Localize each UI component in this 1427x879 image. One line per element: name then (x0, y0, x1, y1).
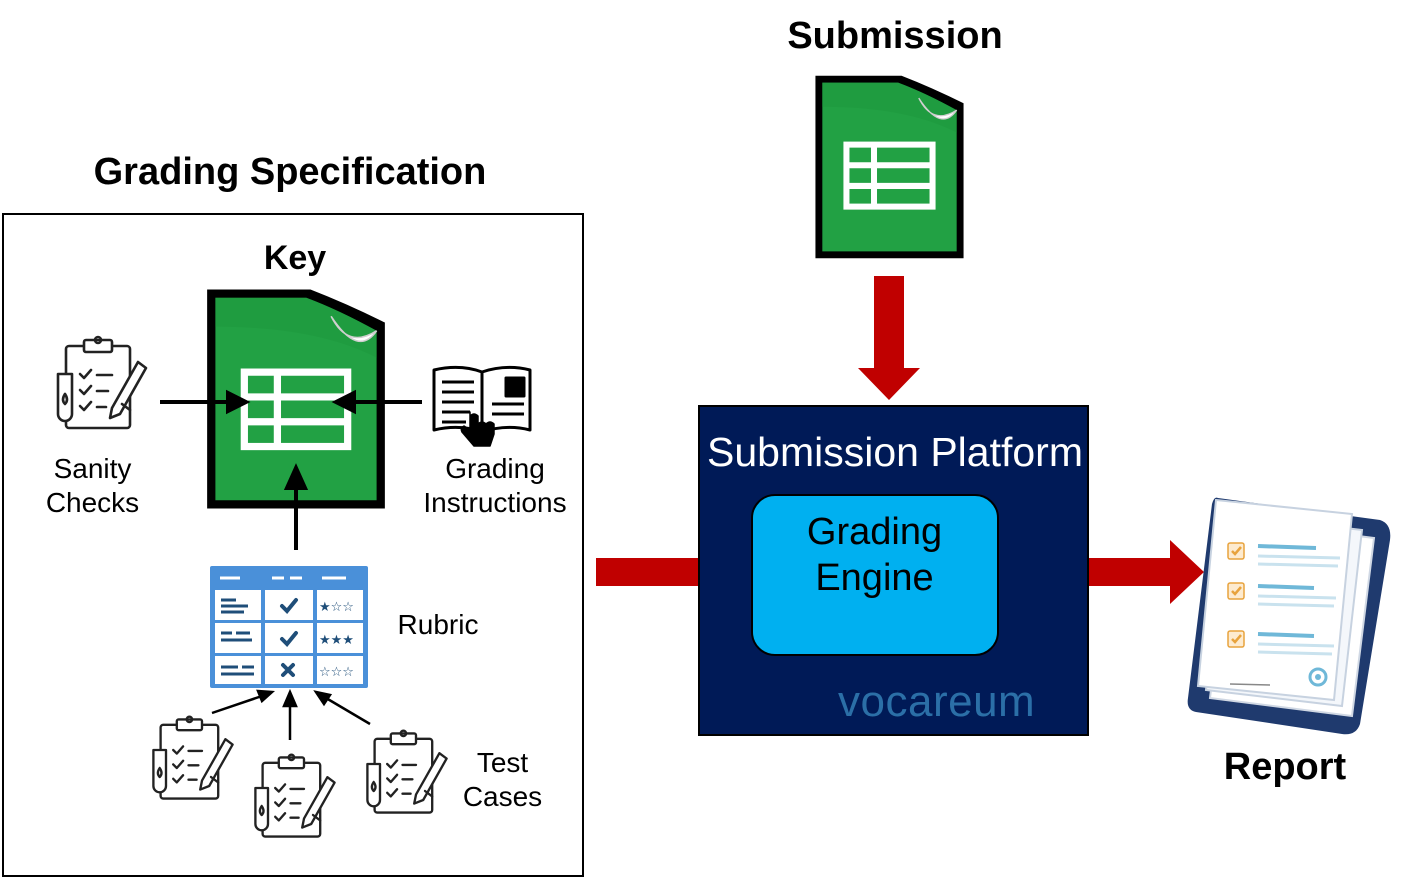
spec-to-engine-arrow (596, 540, 742, 604)
test-case-arrows (211, 688, 371, 740)
grading-specification-title: Grading Specification (93, 151, 487, 193)
sanity-checks-label: Sanity Checks (45, 453, 140, 518)
key-label: Key (263, 239, 327, 277)
report-label: Report (1223, 746, 1347, 788)
grading-specification-box (2, 213, 584, 877)
red-flow-arrows (596, 276, 1204, 604)
submission-platform-title: Submission Platform (707, 429, 1083, 475)
grading-engine-label: Grading Engine (806, 511, 943, 599)
svg-text:☆☆☆: ☆☆☆ (319, 665, 354, 680)
submission-spreadsheet-icon (815, 76, 963, 259)
svg-text:★☆☆: ★☆☆ (319, 600, 354, 615)
submission-to-platform-arrow (858, 276, 920, 400)
rubric-label: Rubric (397, 609, 479, 640)
platform-to-report-arrow (1020, 540, 1204, 604)
vocareum-logo-text: vocareum (838, 677, 1036, 726)
grading-engine-box (751, 494, 999, 656)
report-documents-icon (1187, 497, 1391, 735)
rubric-table-icon: ★☆☆ ★★★ ☆☆☆ (210, 566, 368, 688)
svg-text:★★★: ★★★ (319, 633, 354, 648)
grading-instructions-label: Grading Instructions (423, 453, 567, 518)
grading-instructions-book-icon (432, 365, 532, 447)
test-cases-label: Test Cases (462, 747, 543, 812)
submission-title: Submission (787, 15, 1003, 57)
key-input-arrows (160, 389, 422, 550)
